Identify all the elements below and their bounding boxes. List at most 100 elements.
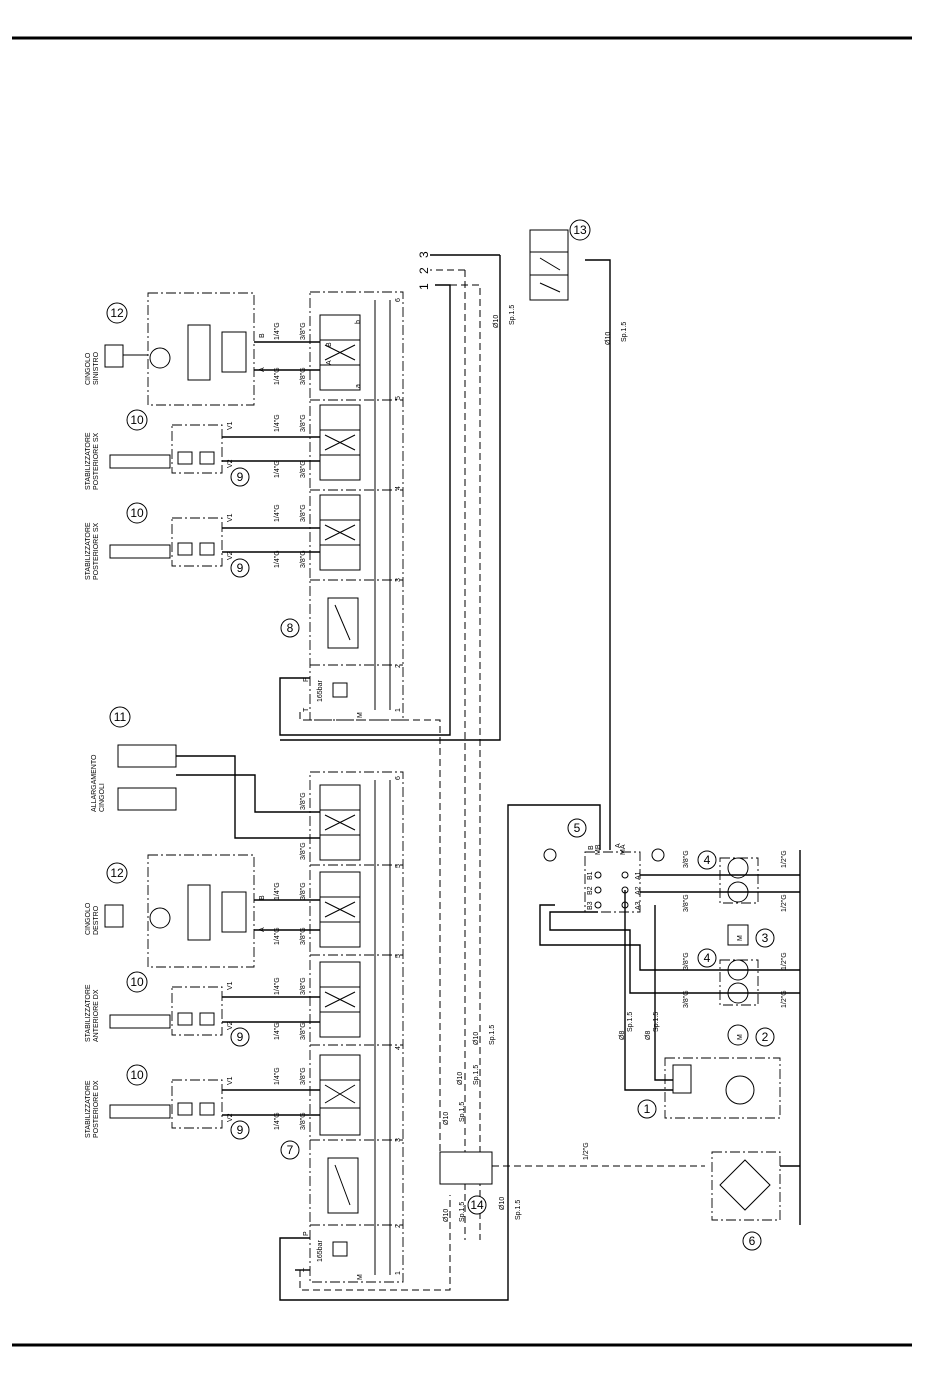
- label-stab-sx-2a: STABILIZZATORE: [85, 522, 92, 580]
- port-v2-l2: V2: [227, 1021, 234, 1030]
- spec-sp-h: Sp.1.5: [627, 1012, 634, 1032]
- manifold-5: [543, 848, 665, 913]
- spec-g14-c: 1/4"G: [274, 414, 281, 432]
- label-cingolo-sinistro-2: SINISTRO: [93, 351, 100, 385]
- label-stab-post-dx-2: POSTERIORE DX: [93, 1080, 100, 1138]
- spec-sp-g: Sp.1.5: [515, 1200, 522, 1220]
- spec-g38-c: 3/8"G: [683, 952, 690, 970]
- label-cingolo-destro-1: CINGOLO: [85, 902, 92, 935]
- section-4-l: 4: [395, 1046, 402, 1050]
- section-4-u: 4: [395, 486, 402, 490]
- port-m-u: M: [357, 712, 364, 718]
- motor-m-2: M: [737, 1034, 744, 1040]
- spec-g14-b: 1/4"G: [274, 367, 281, 385]
- distributor-8: [309, 291, 404, 721]
- spec-g38-r: 3/8"G: [300, 1112, 307, 1130]
- callout-10d: 10: [130, 1068, 144, 1082]
- spec-g38-l: 3/8"G: [300, 842, 307, 860]
- spec-labels: Ø10 Sp.1.5 Ø10 Sp.1.5 Ø10 Sp.1.5 Ø10 Sp.…: [274, 305, 788, 1262]
- port-ma: MA: [620, 844, 627, 855]
- label-stab-sx-2b: POSTERIORE SX: [93, 522, 100, 580]
- port-v1-l3: V1: [227, 1076, 234, 1085]
- distributor-7: [309, 771, 404, 1283]
- spec-g12-a: 1/2"G: [583, 1142, 590, 1160]
- spec-sp-f: Sp.1.5: [459, 1202, 466, 1222]
- spec-g14-f: 1/4"G: [274, 550, 281, 568]
- port-t-u: T: [303, 707, 310, 712]
- callout-2: 2: [762, 1030, 769, 1044]
- callout-9c: 9: [237, 1030, 244, 1044]
- spec-g14-h: 1/4"G: [274, 927, 281, 945]
- line-1: 1: [417, 283, 431, 290]
- port-a3: A3: [635, 901, 642, 910]
- port-al-v1: a: [355, 384, 362, 388]
- pump-pair-4b: [539, 904, 800, 1046]
- section-5b-l: 5: [395, 954, 402, 958]
- selector-valve-13: [529, 229, 569, 301]
- spec-d8-b: Ø8: [645, 1031, 652, 1040]
- spec-g38-f: 3/8"G: [300, 367, 307, 385]
- spec-g38-m: 3/8"G: [300, 882, 307, 900]
- spec-g38-a: 3/8"G: [683, 850, 690, 868]
- spec-g14-j: 1/4"G: [274, 1022, 281, 1040]
- callout-4a: 4: [704, 853, 711, 867]
- spec-sp-e: Sp.1.5: [489, 1025, 496, 1045]
- callout-10c: 10: [130, 975, 144, 989]
- spec-d10-g: Ø10: [499, 1197, 506, 1210]
- label-stab-sx-1a: STABILIZZATORE: [85, 432, 92, 490]
- port-b-m: B: [588, 845, 595, 850]
- callout-14: 14: [470, 1198, 484, 1212]
- callout-9d: 9: [237, 1123, 244, 1137]
- spec-sp-d: Sp.1.5: [473, 1065, 480, 1085]
- line-2: 2: [417, 267, 431, 274]
- label-stab-sx-1b: POSTERIORE SX: [93, 432, 100, 490]
- spec-g38-p: 3/8"G: [300, 1022, 307, 1040]
- spec-g38-o: 3/8"G: [300, 977, 307, 995]
- spec-g38-j: 3/8"G: [300, 550, 307, 568]
- callout-4b: 4: [704, 951, 711, 965]
- spec-sp-c: Sp.1.5: [459, 1102, 466, 1122]
- spec-g38-e: 3/8"G: [300, 322, 307, 340]
- port-a-l1: A: [259, 927, 266, 932]
- section-6-u: 6: [395, 298, 402, 302]
- callout-8: 8: [287, 621, 294, 635]
- section-2-l: 2: [395, 1224, 402, 1228]
- spec-d10-a: Ø10: [493, 315, 500, 328]
- label-allargamento-1: ALLARGAMENTO: [91, 754, 98, 812]
- supply-lines: [279, 254, 611, 1301]
- port-b3: B3: [587, 901, 594, 910]
- spec-d10-c: Ø10: [443, 1112, 450, 1125]
- port-a-v1: A: [326, 360, 333, 365]
- port-bl-v1: b: [355, 320, 362, 324]
- cingolo-destro-motor: [104, 854, 320, 968]
- section-1-l: 1: [395, 1271, 402, 1275]
- spec-g38-g: 3/8"G: [300, 414, 307, 432]
- spec-g14-i: 1/4"G: [274, 977, 281, 995]
- port-a1: A1: [635, 871, 642, 880]
- label-cingolo-destro-2: DESTRO: [93, 905, 100, 935]
- callout-11: 11: [114, 710, 127, 724]
- spec-g38-i: 3/8"G: [300, 504, 307, 522]
- callout-7: 7: [287, 1143, 294, 1157]
- section-3-u: 3: [395, 578, 402, 582]
- callout-10b: 10: [130, 506, 144, 520]
- callout-9a: 9: [237, 470, 244, 484]
- spec-sp-i: Sp.1.5: [653, 1012, 660, 1032]
- callout-5: 5: [574, 821, 581, 835]
- port-v1-u2: V1: [227, 421, 234, 430]
- port-v1-l2: V1: [227, 981, 234, 990]
- spec-g14-a: 1/4"G: [274, 322, 281, 340]
- section-2-u: 2: [395, 664, 402, 668]
- port-a-m: A: [615, 843, 622, 848]
- callout-1: 1: [644, 1102, 651, 1116]
- port-t-l: T: [303, 1267, 310, 1272]
- section-6-l: 6: [395, 776, 402, 780]
- callouts: 1 2 3 4 4 5 6 7 8 9 9 9 9 10 10 10 10 11…: [106, 219, 775, 1251]
- port-b2: B2: [587, 886, 594, 895]
- spec-d8-a: Ø8: [619, 1031, 626, 1040]
- callout-12a: 12: [110, 306, 124, 320]
- spec-g38-h: 3/8"G: [300, 460, 307, 478]
- section-1-u: 1: [395, 708, 402, 712]
- spec-d10-f: Ø10: [443, 1209, 450, 1222]
- stabilizer-dx-1: [109, 986, 320, 1036]
